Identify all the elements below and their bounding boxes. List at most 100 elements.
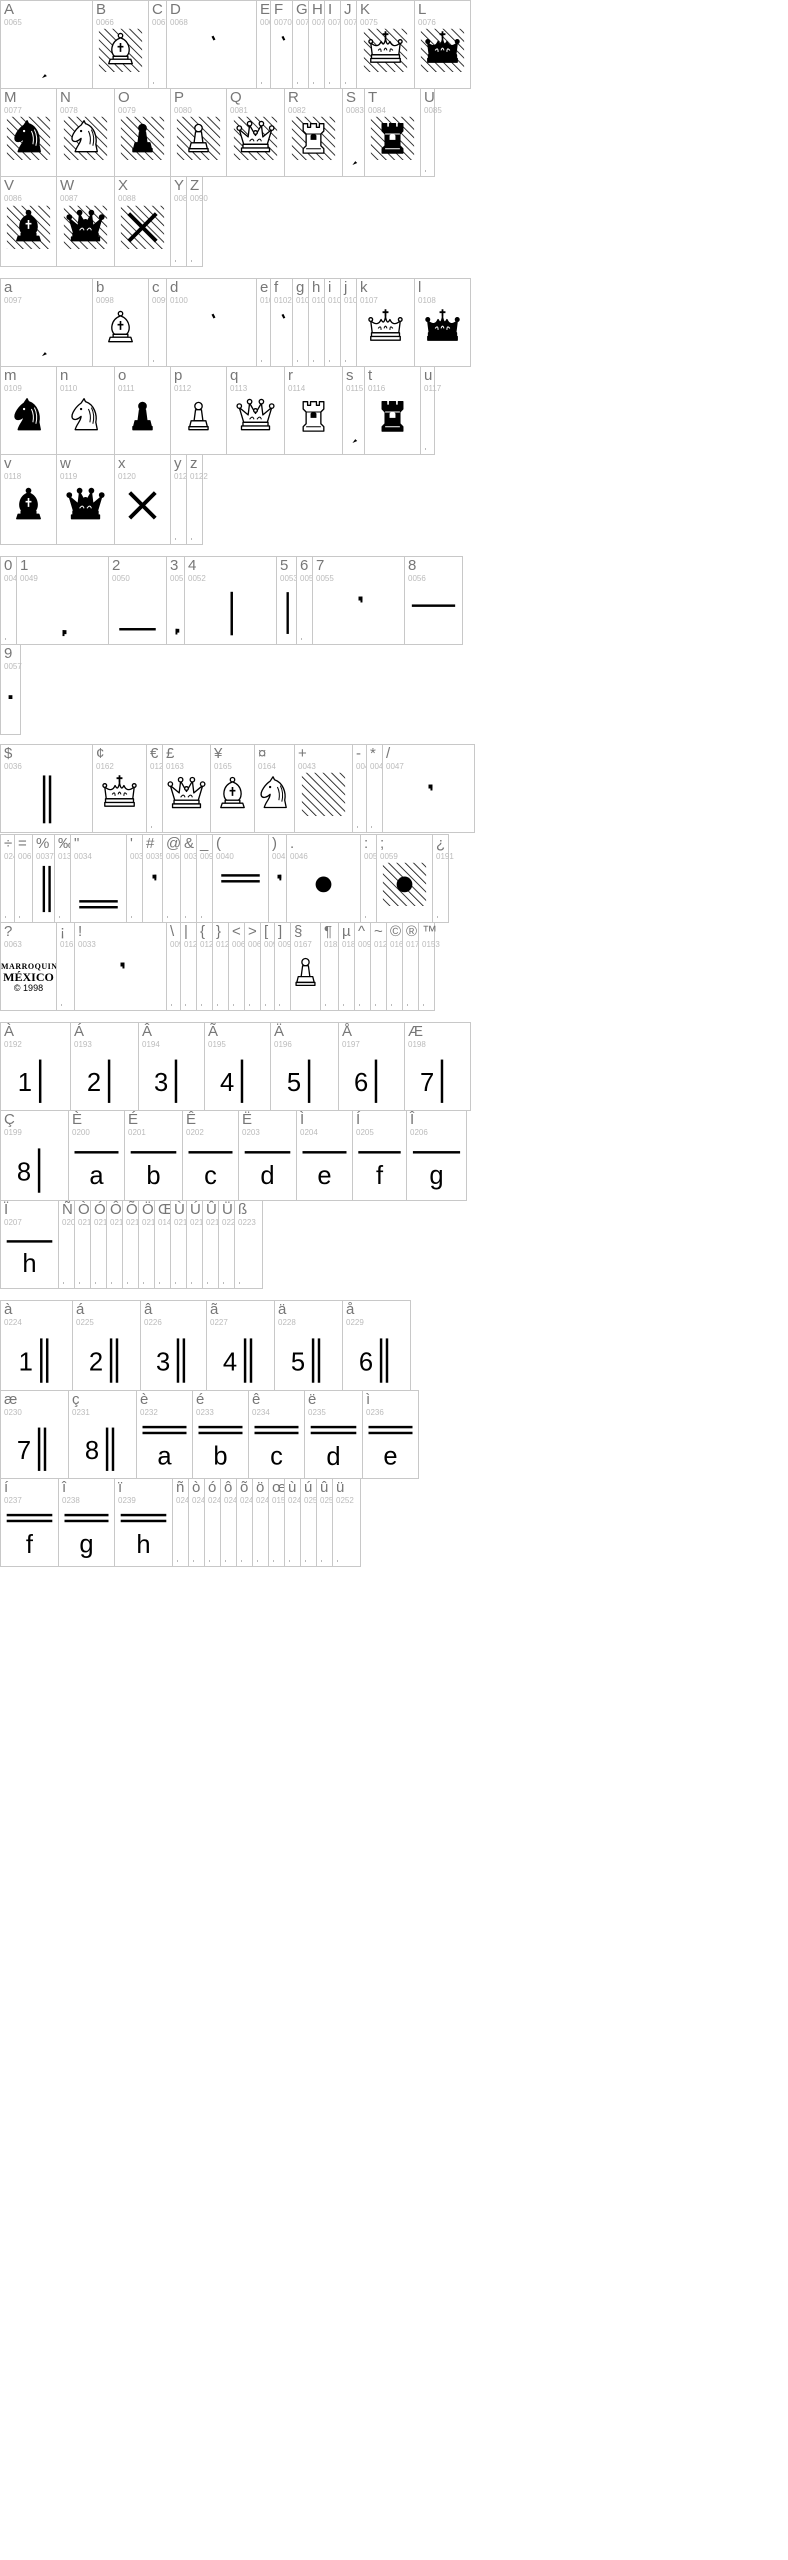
hatched-pawn-black-glyph [115, 89, 170, 176]
hatched-rook-black-glyph [365, 89, 420, 176]
king-white-glyph [93, 745, 146, 832]
glyph-code: 0197 [342, 1040, 360, 1049]
baseline-tick [345, 360, 346, 362]
glyph-code: 0034 [74, 852, 92, 861]
glyph-code: 0217 [174, 1218, 192, 1227]
glyph-code: 0120 [118, 472, 136, 481]
glyph-code: 0046 [290, 852, 308, 861]
glyph-code: 0073 [328, 18, 346, 27]
svg-text:c: c [204, 1162, 217, 1190]
glyph-code: 0111 [118, 384, 135, 393]
svg-text:e: e [317, 1162, 331, 1190]
glyph-code: 0037 [36, 852, 54, 861]
glyph-char: ® [406, 923, 418, 940]
hatched-king-black-glyph [415, 1, 470, 88]
baseline-tick [375, 1004, 376, 1006]
svg-text:e: e [383, 1443, 397, 1471]
baseline-tick [159, 1282, 160, 1284]
glyph-code: 0156 [272, 1496, 290, 1505]
baseline-tick [5, 638, 6, 640]
glyph-char: ö [256, 1479, 265, 1496]
sq-tr-glyph [313, 557, 404, 644]
glyph-code: 0241 [176, 1496, 194, 1505]
glyph-code: 0099 [152, 296, 170, 305]
glyph-char: ü [336, 1479, 345, 1496]
sq-bl-glyph [167, 557, 184, 644]
glyph-char: î [62, 1479, 67, 1496]
glyph-char: $ [4, 745, 13, 762]
baseline-tick [201, 1004, 202, 1006]
svg-text:f: f [376, 1162, 384, 1190]
glyph-code: 0065 [4, 18, 22, 27]
glyph-char: Ë [242, 1111, 253, 1128]
glyph-code: 0057 [4, 662, 22, 671]
glyph-char: _ [200, 835, 209, 852]
glyph-char: # [146, 835, 155, 852]
glyph-cell: &0038 [180, 834, 202, 923]
glyph-char: Œ [158, 1201, 173, 1218]
glyph-cell: §0167 [290, 922, 321, 1011]
glyph-cell: ®0174 [402, 922, 424, 1011]
dot-bl-glyph [1, 1, 92, 88]
glyph-char: ? [4, 923, 13, 940]
glyph-char: Í [356, 1111, 361, 1128]
glyph-char: ¿ [436, 835, 446, 852]
glyph-code: 0203 [242, 1128, 260, 1137]
hatched-pawn-white-glyph [171, 89, 226, 176]
glyph-code: 0251 [320, 1496, 338, 1505]
sq-bl-glyph [17, 557, 108, 644]
baseline-tick [321, 1560, 322, 1562]
glyph-code: 0106 [344, 296, 362, 305]
glyph-char: Õ [126, 1201, 138, 1218]
glyph-code: 0088 [118, 194, 136, 203]
glyph-code: 0042 [370, 762, 388, 771]
glyph-cell: -0045 [352, 744, 374, 833]
hatch-glyph [295, 745, 352, 832]
glyph-char: Z [190, 177, 200, 194]
glyph-code: 0137 [58, 852, 76, 861]
glyph-code: 0249 [288, 1496, 306, 1505]
dbl-v-glyph [1, 745, 92, 832]
glyph-code: 0113 [230, 384, 248, 393]
glyph-code: 0204 [300, 1128, 318, 1137]
glyph-char: @ [166, 835, 182, 852]
glyph-char: Á [74, 1023, 85, 1040]
baseline-tick [239, 1282, 240, 1284]
glyph-char: À [4, 1023, 15, 1040]
glyph-char: O [118, 89, 130, 106]
glyph-code: 0063 [4, 940, 22, 949]
glyph-code: 0112 [174, 384, 192, 393]
glyph-char: 8 [408, 557, 417, 574]
glyph-char: 1 [20, 557, 29, 574]
glyph-char: { [200, 923, 206, 940]
glyph-code: 0242 [192, 1496, 210, 1505]
glyph-code: 0234 [252, 1408, 270, 1417]
glyph-code: 0040 [216, 852, 234, 861]
glyph-char: ß [238, 1201, 248, 1218]
baseline-tick [357, 826, 358, 828]
let-h-glyph: b [125, 1111, 182, 1200]
svg-text:6: 6 [354, 1069, 368, 1097]
baseline-tick [201, 916, 202, 918]
king-black-glyph [415, 279, 470, 366]
glyph-cell: {0123 [196, 922, 218, 1011]
glyph-code: 0071 [296, 18, 314, 27]
sq-tr-glyph [143, 835, 162, 922]
glyph-code: 0056 [408, 574, 426, 583]
